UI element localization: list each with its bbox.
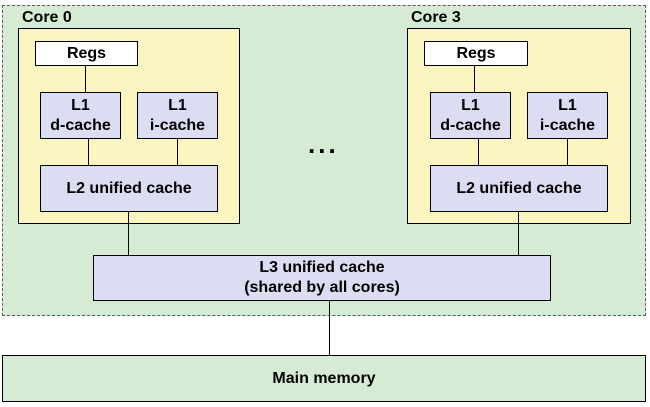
- core-0-l1i-line2: i-cache: [149, 116, 206, 134]
- core-0-l1i-l2-connector: [177, 139, 178, 165]
- core-0-l1d-line1: L1: [71, 96, 90, 114]
- core-3-l1i-line2: i-cache: [539, 116, 596, 134]
- core-3-regs: Regs: [424, 41, 528, 66]
- main-memory: Main memory: [2, 355, 646, 402]
- core-3-l1i-line1: L1: [558, 96, 577, 114]
- core-0-regs-label: Regs: [66, 44, 107, 62]
- l3-unified-cache: L3 unified cache (shared by all cores): [93, 255, 551, 301]
- core-0-l2-cache: L2 unified cache: [40, 165, 218, 212]
- core-3-l1d-line2: d-cache: [440, 116, 501, 134]
- core-3-l1i-l2-connector: [567, 139, 568, 165]
- core-0-l1i-line1: L1: [168, 96, 187, 114]
- core-3-regs-l1d-connector: [474, 66, 475, 92]
- core-0-l2-label: L2 unified cache: [66, 179, 192, 197]
- core-0-regs: Regs: [35, 41, 138, 66]
- core-3-l1-dcache: L1 d-cache: [430, 92, 511, 139]
- core-0-regs-l1d-connector: [85, 66, 86, 92]
- core-0-l1d-l2-connector: [88, 139, 89, 165]
- core-3-l1-icache: L1 i-cache: [527, 92, 608, 139]
- core-0-label: Core 0: [22, 9, 72, 26]
- core-0-l1-dcache: L1 d-cache: [40, 92, 121, 139]
- core-0-l1-icache: L1 i-cache: [137, 92, 218, 139]
- core-0-l1d-line2: d-cache: [50, 116, 111, 134]
- core-3-label: Core 3: [411, 9, 461, 26]
- l3-label-line1: L3 unified cache: [259, 259, 385, 276]
- l3-memory-connector: [329, 301, 330, 355]
- core-0-l2-l3-connector: [128, 212, 129, 255]
- l3-label-line2: (shared by all cores): [244, 279, 400, 296]
- main-memory-label: Main memory: [272, 369, 376, 387]
- ellipsis: ...: [308, 129, 339, 159]
- core-3-l2-l3-connector: [518, 212, 519, 255]
- core-3-l2-label: L2 unified cache: [456, 179, 582, 197]
- core-3-l1d-line1: L1: [461, 96, 480, 114]
- core-3-regs-label: Regs: [456, 44, 496, 62]
- core-3-l2-cache: L2 unified cache: [430, 165, 608, 212]
- core-3-l1d-l2-connector: [478, 139, 479, 165]
